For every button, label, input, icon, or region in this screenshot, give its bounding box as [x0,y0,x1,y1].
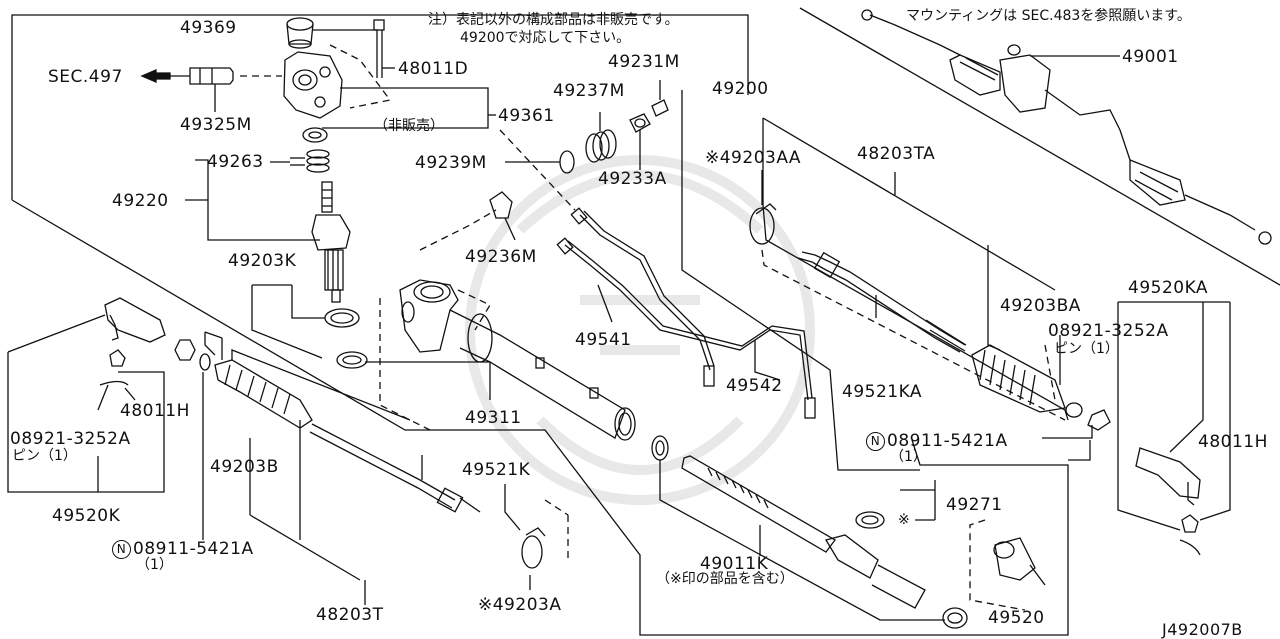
part-label-49233A[interactable]: 49233A [598,169,667,189]
part-label-48203TA[interactable]: 48203TA [857,144,936,164]
part-label-49311[interactable]: 49311 [465,408,522,428]
part-label-49001[interactable]: 49001 [1122,47,1179,67]
part-label-49220[interactable]: 49220 [112,191,169,211]
note-not-sold-parts: 注）表記以外の構成部品は非販売です。 49200で対応して下さい。 [428,12,679,46]
tie-rod-end-right [1042,301,1231,556]
diagram-id: J492007B [1162,620,1243,639]
part-label-48011D[interactable]: 48011D [398,59,469,79]
part-label-49520[interactable]: 49520 [988,608,1045,628]
note-mounting-ref: マウンティングは SEC.483を参照願います。 [906,8,1191,24]
watermark-emblem [465,155,815,505]
clip-49203AA [749,170,777,245]
part-label-49542[interactable]: 49542 [726,376,783,396]
part-label-49231M[interactable]: 49231M [608,52,680,72]
frame-lines [11,7,1280,636]
tie-rod-48203TA [797,172,1001,353]
part-label-08921-3252A-left[interactable]: 08921-3252A [10,429,131,449]
part-label-49541[interactable]: 49541 [575,330,632,350]
part-label-48011H-right[interactable]: 48011H [1198,432,1268,452]
valve-housing-group [140,17,395,143]
n-mark-icon: N [112,540,131,559]
pinion-shaft-group [185,149,351,303]
part-label-49203A[interactable]: ※49203A [478,595,562,615]
part-label-49361[interactable]: 49361 [498,106,555,126]
leader-49361 [322,87,496,129]
label-includes-marked: （※印の部品を含む） [656,571,794,587]
label-qty-right: （1） [890,449,927,465]
label-not-sold: （非販売） [374,118,444,134]
part-label-48203T[interactable]: 48203T [316,605,384,625]
label-pin-qty-right: ピン（1） [1054,341,1119,357]
clip-49203A [504,484,569,590]
label-qty-left: （1） [136,557,173,573]
section-ref-sec497[interactable]: SEC.497 [48,67,123,87]
part-label-49325M[interactable]: 49325M [180,115,252,135]
part-label-49239M[interactable]: 49239M [415,153,487,173]
part-label-49203K[interactable]: 49203K [228,251,297,271]
part-label-49521KA[interactable]: 49521KA [842,382,923,402]
part-label-49236M[interactable]: 49236M [465,247,537,267]
bushing-49520 [969,519,1046,611]
part-label-49271[interactable]: 49271 [946,495,1003,515]
rack-assembly-49001 [861,9,1272,245]
part-label-49237M[interactable]: 49237M [553,81,625,101]
rack-49011K [651,435,968,629]
n-mark-icon: N [866,432,885,451]
part-label-49520KA[interactable]: 49520KA [1128,278,1209,298]
part-label-49200[interactable]: 49200 [712,79,769,99]
label-star-mark: ※ [898,512,910,528]
part-label-49203BA[interactable]: 49203BA [1000,296,1081,316]
part-label-49011K[interactable]: 49011K [700,554,769,574]
part-label-48011H-left[interactable]: 48011H [120,401,190,421]
boot-49203B [202,331,411,581]
tie-rod-48203T [309,423,481,605]
clip-49236M [419,191,516,251]
label-pin-qty-left: ピン（1） [12,448,77,464]
seals-49237M-49239M-49233A-49231M [505,80,669,174]
gear-housing-49311 [365,279,636,441]
part-label-49520K[interactable]: 49520K [52,506,121,526]
tie-rod-end-left [7,297,211,493]
part-label-49369[interactable]: 49369 [180,18,237,38]
boot-49203BA [761,249,1083,421]
part-label-49203AA[interactable]: ※49203AA [705,148,802,168]
part-label-49521K[interactable]: 49521K [462,460,531,480]
part-label-49263[interactable]: 49263 [207,152,264,172]
seal-49203K [251,284,368,369]
part-label-08921-3252A-right[interactable]: 08921-3252A [1048,321,1169,341]
hydraulic-tubes [499,129,816,419]
part-label-49203B[interactable]: 49203B [210,457,279,477]
